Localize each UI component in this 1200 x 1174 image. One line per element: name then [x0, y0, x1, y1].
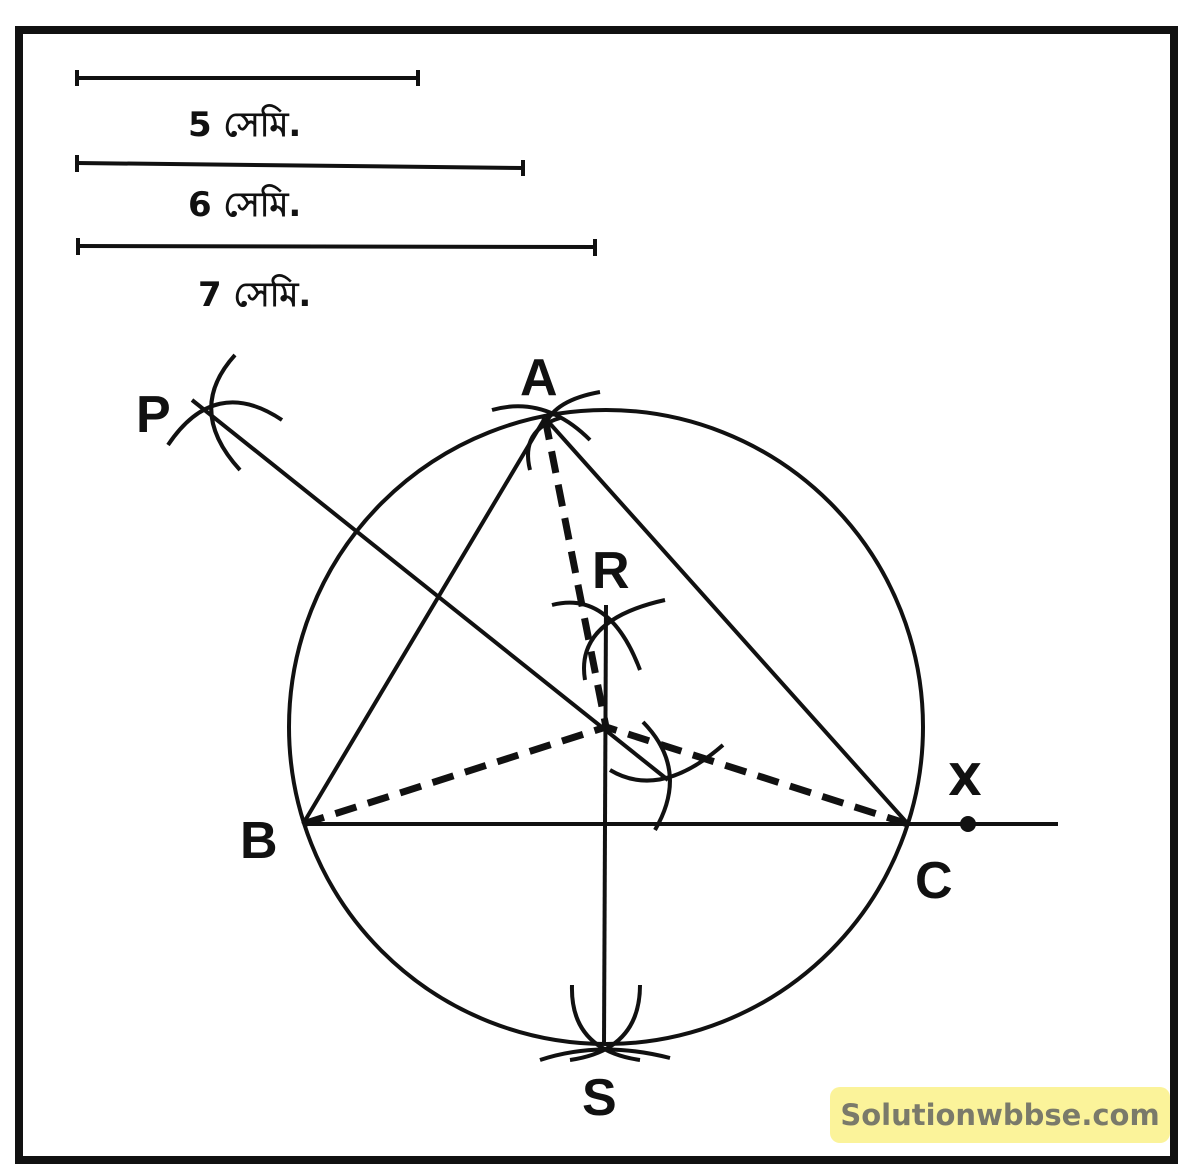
compass-arcs	[166, 353, 725, 1062]
scale-segments	[75, 70, 597, 256]
side-ac	[543, 416, 910, 826]
label-a: A	[520, 349, 558, 407]
perpendicular-bisector-rs	[602, 604, 608, 1046]
label-b: B	[240, 812, 278, 870]
label-p: P	[136, 386, 171, 444]
segment-6cm	[76, 161, 524, 170]
label-c: C	[915, 852, 953, 910]
frame	[15, 26, 1178, 1164]
perpendicular-bisector-p	[190, 398, 670, 782]
point-x-dot	[960, 816, 976, 832]
scale-label-7: 7 সেমি.	[198, 274, 311, 315]
construction-lines	[190, 398, 1058, 1046]
watermark: Solutionwbbse.com	[830, 1087, 1170, 1143]
label-x: X	[948, 755, 982, 806]
label-s: S	[582, 1069, 617, 1127]
segment-7cm	[77, 244, 596, 249]
scale-label-5: 5 সেমি.	[188, 104, 301, 145]
scale-label-6: 6 সেমি.	[188, 184, 301, 225]
side-ab	[301, 416, 547, 826]
radii-dashed	[301, 417, 910, 828]
label-r: R	[592, 542, 630, 600]
